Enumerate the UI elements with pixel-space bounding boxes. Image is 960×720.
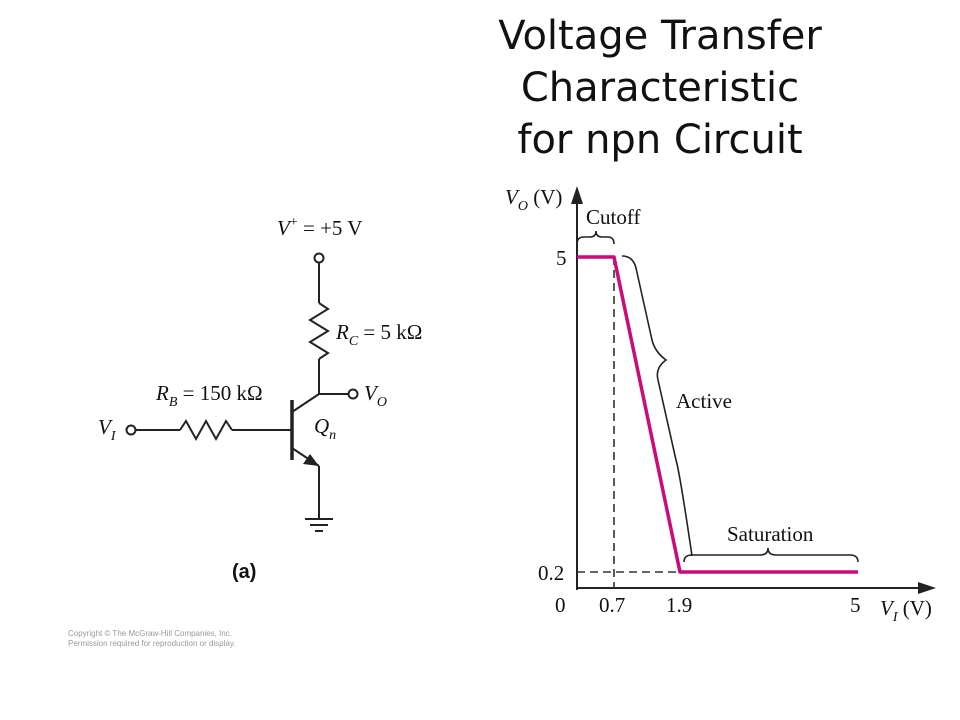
x-tick-1-9: 1.9 [666,593,692,617]
collector-lead [291,393,320,413]
ground-icon [305,518,333,532]
copyright-line-1: Copyright © The McGraw-Hill Companies, I… [68,629,232,638]
saturation-label: Saturation [727,522,814,546]
y-tick-0-2: 0.2 [538,561,564,585]
active-label: Active [676,389,732,413]
emitter-arrow-icon [303,454,319,466]
rc-label: RC = 5 kΩ [335,320,422,349]
copyright-line-2: Permission required for reproduction or … [68,639,235,648]
vo-label: VO [364,381,387,410]
x-tick-0: 0 [555,593,566,617]
slide-title: Voltage Transfer Characteristic for npn … [440,10,880,166]
supply-terminal [313,252,325,264]
q-label: Qn [314,414,336,443]
figure-caption: (a) [232,561,256,583]
rb-label: RB = 150 kΩ [155,381,263,410]
output-terminal [347,388,359,400]
saturation-brace [683,547,859,563]
supply-label: V+ = +5 V [277,215,362,240]
input-terminal [125,424,137,436]
vtc-graph: VO (V) VI (V) 5 0.2 0 0.7 1.9 5 Cutoff A… [505,185,936,625]
title-line-1: Voltage Transfer [498,13,822,59]
title-line-3: for npn Circuit [517,117,803,163]
base-resistor [179,418,233,442]
y-axis-arrow-icon [571,186,583,204]
active-brace [621,255,693,557]
vi-label: VI [98,415,117,444]
x-axis-arrow-icon [918,582,936,594]
x-tick-5: 5 [850,593,861,617]
npn-circuit: V+ = +5 V RC = 5 kΩ VO Qn RB = 150 kΩ VI [98,215,422,583]
cutoff-label: Cutoff [586,205,640,229]
collector-resistor [308,302,330,360]
cutoff-brace [576,230,615,245]
y-tick-5: 5 [556,246,567,270]
x-tick-0-7: 0.7 [599,593,625,617]
transfer-curve [577,255,858,574]
title-line-2: Characteristic [520,65,800,111]
y-axis-label: VO (V) [505,185,562,214]
x-axis-label: VI (V) [880,596,932,625]
